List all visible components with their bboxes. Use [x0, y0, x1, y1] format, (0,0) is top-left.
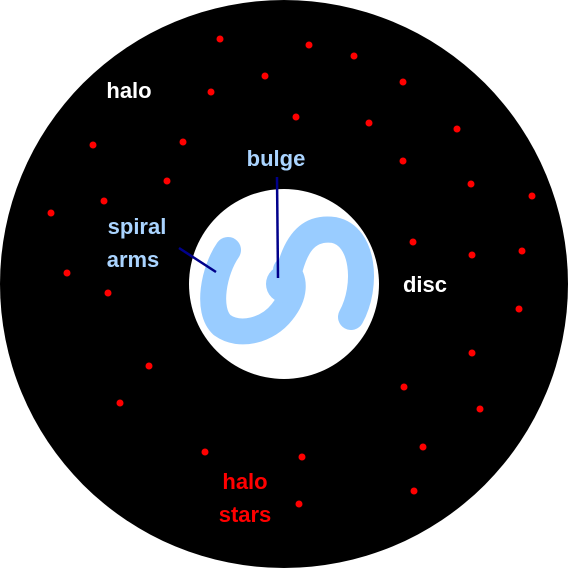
halo-star [365, 119, 373, 127]
halo-stars-label-line1: halo [222, 469, 267, 494]
disc-label: disc [403, 272, 447, 297]
halo-star [468, 349, 476, 357]
halo-star [201, 448, 209, 456]
halo-star [47, 209, 55, 217]
halo-star [468, 251, 476, 259]
halo-star [518, 247, 526, 255]
halo-star [295, 500, 303, 508]
halo-star [400, 383, 408, 391]
halo-star [350, 52, 358, 60]
spiral-arms-pointer-line [178, 246, 217, 274]
halo-star [261, 72, 269, 80]
halo-stars-label-line2: stars [219, 502, 272, 527]
halo-star [145, 362, 153, 370]
halo-star [528, 192, 536, 200]
halo-star [104, 289, 112, 297]
halo-star [399, 78, 407, 86]
bulge-label: bulge [247, 146, 306, 171]
halo-star [409, 238, 417, 246]
halo-star [298, 453, 306, 461]
bulge-pointer-line [275, 176, 280, 279]
halo-star [515, 305, 523, 313]
halo-star [63, 269, 71, 277]
halo-label: halo [106, 78, 151, 103]
halo-star [410, 487, 418, 495]
halo-star [116, 399, 124, 407]
bulge [266, 265, 304, 303]
halo-star [453, 125, 461, 133]
halo-star [292, 113, 300, 121]
halo-star [89, 141, 97, 149]
halo-star [419, 443, 427, 451]
halo-star [305, 41, 313, 49]
halo-star [216, 35, 224, 43]
spiral-arms-label-line1: spiral [108, 214, 167, 239]
halo-star [163, 177, 171, 185]
halo-star [100, 197, 108, 205]
halo-star [467, 180, 475, 188]
spiral-arm-right [277, 216, 374, 330]
halo-star [179, 138, 187, 146]
spiral-arms-label-line2: arms [107, 247, 160, 272]
halo-star [399, 157, 407, 165]
halo-stars [47, 35, 536, 508]
halo-star [207, 88, 215, 96]
halo-star [476, 405, 484, 413]
